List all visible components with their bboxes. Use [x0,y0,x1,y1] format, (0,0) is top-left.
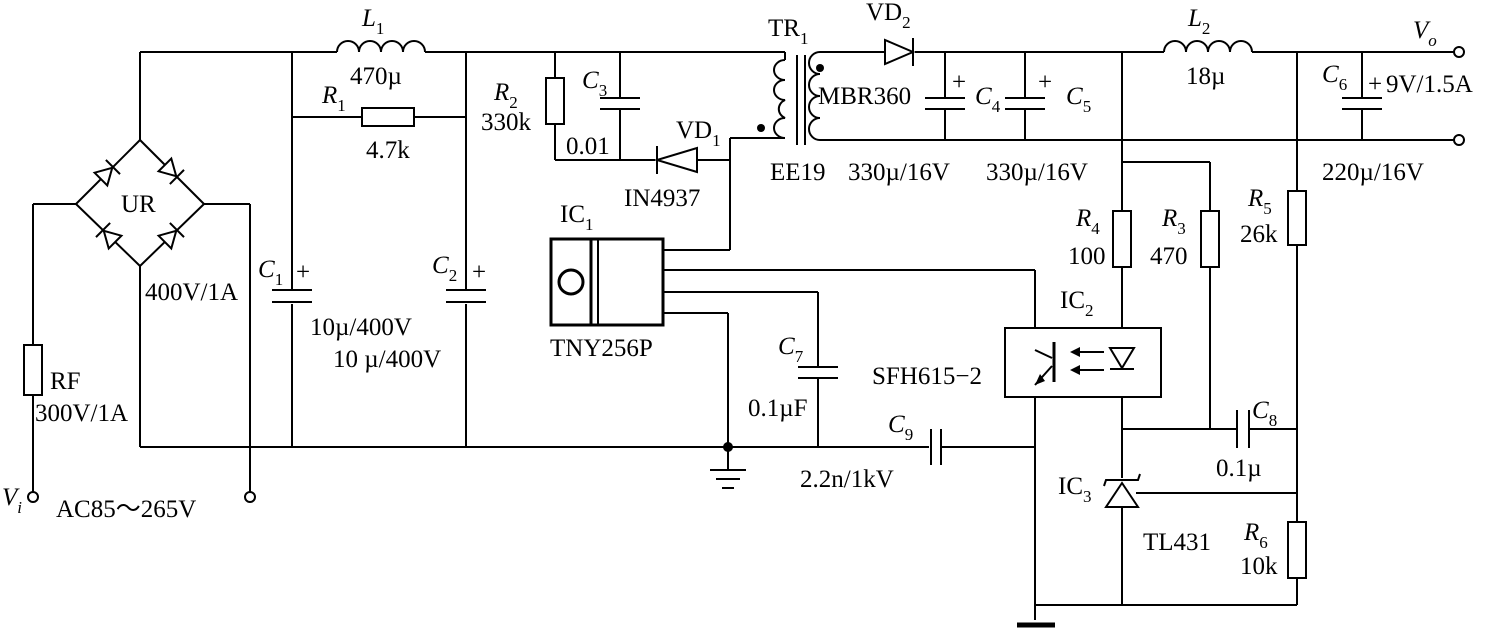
capacitor-C2 [444,289,488,304]
vo-terminal-neg [1453,134,1465,146]
ground-symbol [710,447,746,489]
capacitor-C1 [270,289,314,304]
output-rating: 9V/1.5A [1386,71,1473,98]
IC3-label: IC3 [1058,473,1092,506]
C7-value: 0.1µF [748,395,808,422]
R6-value: 10k [1240,553,1278,580]
C6-label: C6 [1322,61,1347,94]
UR-value: 400V/1A [145,279,238,306]
R3-value: 470 [1150,243,1188,270]
C5-plus: + [1038,69,1052,96]
IC1-package [549,237,665,327]
RF-label: RF [50,368,81,395]
C8-label: C8 [1252,397,1277,430]
capacitor-C7 [798,366,838,379]
transformer-TR1 [757,51,824,145]
capacitor-C5 [1005,97,1045,110]
vo-label: Vo [1413,17,1437,50]
R4-value: 100 [1068,243,1106,270]
VD1-label: VD1 [676,117,721,150]
IC3-type: TL431 [1143,529,1211,556]
C9-value: 2.2n/1kV [800,466,894,493]
VD2-type: MBR360 [818,83,911,110]
R2-value: 330k [481,109,532,136]
capacitor-C3 [600,97,640,110]
capacitor-C4 [925,97,965,110]
C9-label: C9 [888,411,913,444]
R5-label: R5 [1247,185,1272,218]
C5-label: C5 [1066,83,1091,116]
C6-plus: + [1368,71,1382,98]
UR-label: UR [121,191,156,218]
C1-plus: + [296,259,310,286]
R6-label: R6 [1243,519,1268,552]
C2-plus: + [472,259,486,286]
IC1-type: TNY256P [550,335,653,362]
C4-label: C4 [975,83,1001,116]
L1-label: L1 [361,5,384,38]
VD1-type: IN4937 [624,185,700,212]
resistor-R5 [1287,190,1307,246]
capacitor-C6 [1342,97,1382,110]
IC2-type: SFH615−2 [872,363,982,390]
C2-value: 10 µ/400V [333,346,441,373]
IC2-label: IC2 [1060,287,1094,320]
C1-value: 10µ/400V [310,314,412,341]
optocoupler-IC2 [1004,327,1162,398]
inductor-L1 [336,40,426,53]
C1-label: C1 [258,256,283,289]
diode-VD1 [653,146,698,174]
resistor-R3 [1200,210,1220,268]
C5-value: 330µ/16V [986,159,1088,186]
RF-value: 300V/1A [35,400,128,427]
L2-label: L2 [1187,5,1210,38]
inductor-L2 [1163,40,1253,53]
resistor-R6 [1287,521,1307,579]
fuse-RF [23,344,43,396]
R5-value: 26k [1240,221,1278,248]
shunt-regulator-IC3 [1103,473,1141,508]
L2-value: 18µ [1186,63,1225,90]
C4-plus: + [952,69,966,96]
C2-label: C2 [432,252,457,285]
capacitor-C9 [930,429,942,465]
ac-input-label: AC85～265V [56,496,196,523]
R3-label: R3 [1161,205,1186,238]
VD2-label: VD2 [866,0,911,32]
vo-terminal-pos [1453,46,1465,58]
R1-value: 4.7k [366,137,410,164]
capacitor-C8 [1236,410,1250,448]
C3-label: C3 [582,67,607,100]
R2-label: R2 [493,79,518,112]
C4-value: 330µ/16V [848,159,950,186]
C6-value: 220µ/16V [1322,159,1424,186]
resistor-R2 [545,77,565,125]
TR1-label: TR1 [768,15,808,48]
TR1-type: EE19 [770,159,826,186]
resistor-R4 [1112,210,1132,268]
R1-label: R1 [321,82,346,115]
L1-value: 470µ [350,63,402,90]
C3-value: 0.01 [566,133,610,160]
R4-label: R4 [1075,205,1100,238]
IC1-label: IC1 [560,201,594,234]
vi-terminal-a [27,491,39,503]
vi-terminal-b [244,491,256,503]
resistor-R1 [361,107,415,127]
bridge-rectifier-UR [75,139,205,267]
C7-label: C7 [778,333,804,366]
vi-label: Vi [2,484,22,517]
C8-value: 0.1µ [1216,455,1262,482]
wires [32,51,1455,620]
diode-VD2 [884,38,916,66]
